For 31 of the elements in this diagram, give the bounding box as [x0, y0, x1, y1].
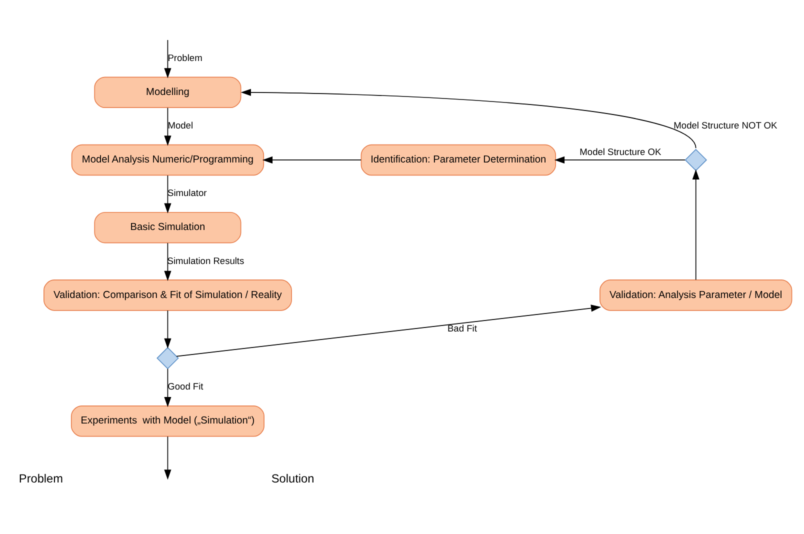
arrow: [176, 304, 602, 357]
arrow: [554, 156, 686, 164]
node-box: Validation: Comparison & Fit of Simulation / Reality: [44, 280, 292, 311]
node-diamond: [156, 346, 179, 370]
arrow: [164, 107, 172, 146]
arrow: [164, 436, 172, 480]
node-box: Validation: Analysis Parameter / Model: [600, 280, 792, 311]
node-box: Experiments with Model („Simulation“): [70, 405, 264, 437]
edge-label: Simulator: [168, 188, 207, 198]
edge-label: Model Structure OK: [580, 146, 662, 157]
node-box: Basic Simulation: [94, 212, 242, 244]
edge-label: Bad Fit: [448, 323, 477, 334]
arrow: [692, 169, 700, 280]
edge-label: Simulation Results: [167, 256, 244, 266]
label: Problem: [18, 472, 63, 486]
node-box: Model Analysis Numeric/Programming: [71, 144, 264, 176]
node-box: Modelling: [94, 76, 242, 108]
arrow: [164, 242, 172, 282]
edge-label: Good Fit: [168, 382, 204, 392]
arrow: [164, 368, 172, 408]
label: Solution: [271, 472, 314, 486]
arrow: [262, 156, 362, 164]
edge-label: Model: [168, 120, 194, 131]
arrow: [240, 88, 696, 149]
node-box: Identification: Parameter Determination: [360, 144, 556, 176]
arrow: [164, 310, 172, 349]
arrow: [164, 175, 172, 214]
node-diamond: [684, 148, 708, 172]
arrow: [164, 40, 172, 78]
edge-label: Model Structure NOT OK: [674, 120, 778, 131]
edge-label: Problem: [168, 52, 202, 63]
